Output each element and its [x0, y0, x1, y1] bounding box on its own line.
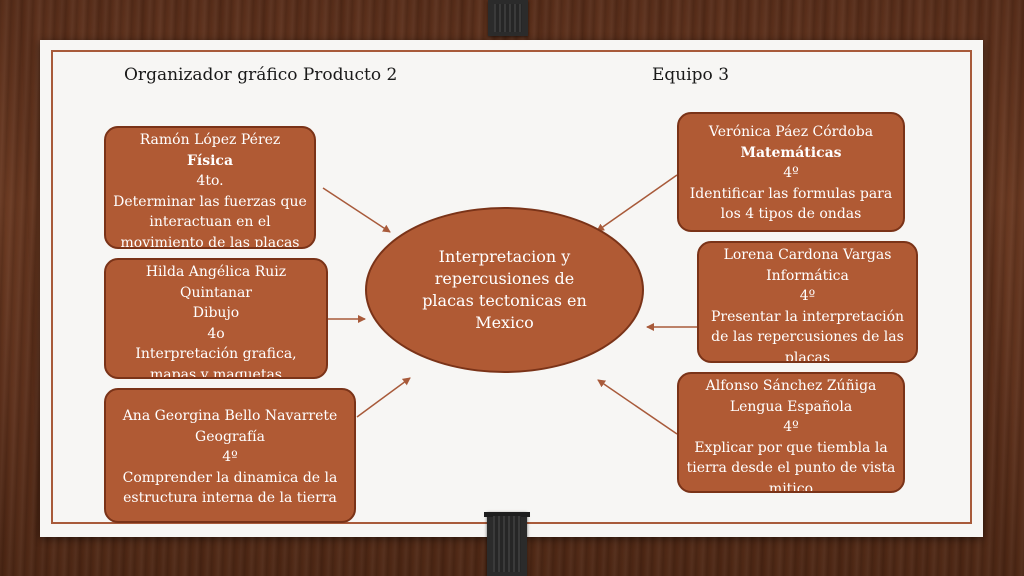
node-hilda: Hilda Angélica Ruiz Quintanar Dibujo 4o …	[104, 258, 328, 379]
node-subject: Lengua Española	[729, 398, 853, 415]
node-task: Determinar las fuerzas que interactuan e…	[113, 193, 307, 249]
node-ramon: Ramón López Pérez Física 4to. Determinar…	[104, 126, 316, 249]
node-task: Interpretación grafica, mapas y maquetas	[135, 346, 297, 379]
node-name: Ramón López Pérez	[139, 132, 281, 148]
node-name: Alfonso Sánchez Zúñiga	[705, 378, 877, 394]
arrow-ramon	[322, 187, 391, 233]
node-name: Ana Georgina Bello Navarrete	[122, 408, 338, 424]
node-grade: 4º	[783, 165, 799, 181]
node-grade: 4º	[222, 449, 238, 465]
node-ana: Ana Georgina Bello Navarrete Geografía 4…	[104, 388, 356, 523]
node-task: Comprender la dinamica de la estructura …	[122, 469, 338, 507]
node-subject: Matemáticas	[740, 144, 842, 161]
node-task: Identificar las formulas para los 4 tipo…	[689, 185, 893, 223]
team-label: Equipo 3	[652, 65, 730, 85]
central-topic-ellipse: Interpretacion y repercusiones de placas…	[365, 207, 644, 373]
node-task: Explicar por que tiembla la tierra desde…	[686, 439, 896, 493]
node-grade: 4º	[783, 419, 799, 435]
node-grade: 4º	[799, 288, 816, 304]
binder-clip-top	[488, 0, 528, 36]
node-grade: 4o	[207, 325, 225, 342]
node-subject: Informática	[766, 267, 849, 284]
node-grade: 4to.	[196, 173, 224, 189]
arrow-ana	[356, 377, 411, 418]
node-alfonso: Alfonso Sánchez Zúñiga Lengua Española 4…	[677, 372, 905, 493]
node-task: Presentar la interpretación de las reper…	[710, 308, 905, 363]
arrow-veronica	[596, 174, 678, 232]
node-subject: Geografía	[195, 428, 265, 445]
node-name: Lorena Cardona Vargas	[723, 247, 892, 263]
node-veronica: Verónica Páez Córdoba Matemáticas 4º Ide…	[677, 112, 905, 232]
central-topic-text: Interpretacion y repercusiones de placas…	[422, 247, 587, 332]
arrow-alfonso	[597, 379, 678, 435]
node-subject: Física	[186, 152, 234, 169]
node-subject: Dibujo	[192, 305, 240, 321]
binder-clip-bottom	[484, 512, 530, 576]
node-name: Hilda Angélica Ruiz Quintanar	[145, 264, 287, 301]
node-lorena: Lorena Cardona Vargas Informática 4º Pre…	[697, 241, 918, 363]
node-name: Verónica Páez Córdoba	[708, 124, 874, 140]
slide-title: Organizador gráfico Producto 2	[124, 65, 398, 85]
